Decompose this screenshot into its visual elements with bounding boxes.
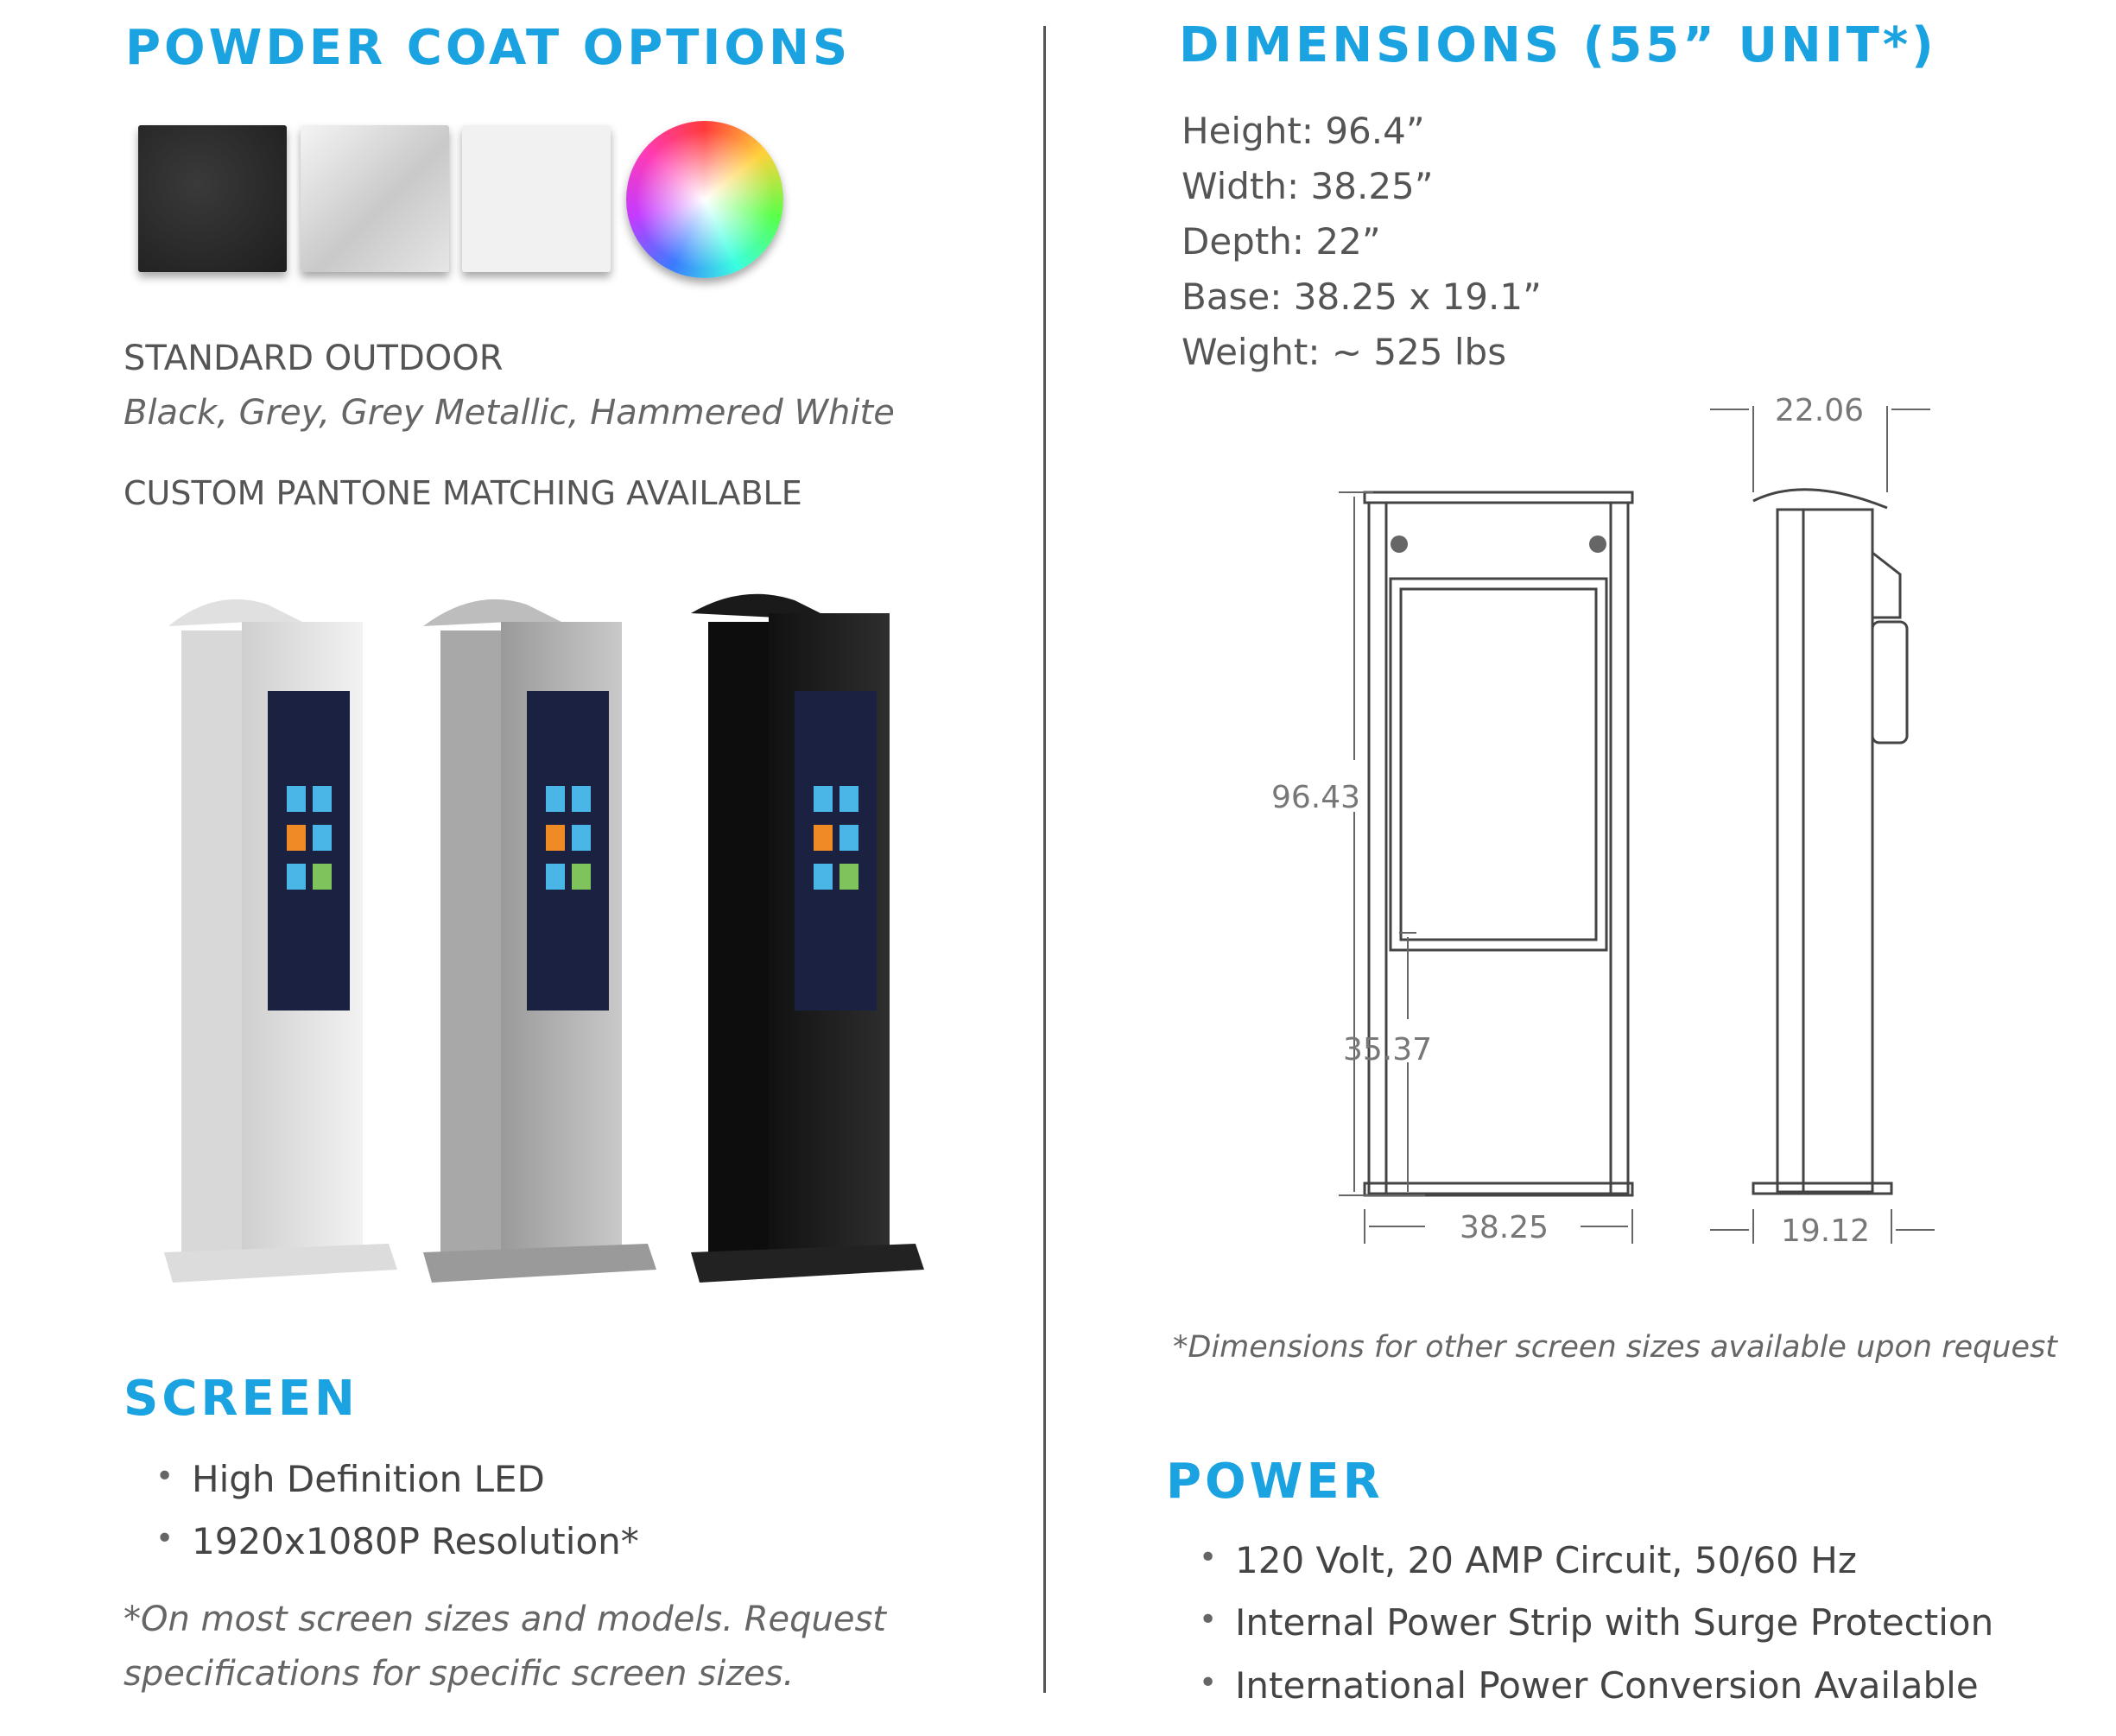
- dimension-drawing: 96.43 35.37 38.25 22.06 19.12: [1271, 393, 1935, 1249]
- power-bullet: •International Power Conversion Availabl…: [1199, 1663, 1979, 1707]
- standard-colors-text: Black, Grey, Grey Metallic, Hammered Whi…: [124, 393, 895, 433]
- spec-width: Width: 38.25”: [1182, 165, 1434, 207]
- swatch-white: [462, 125, 611, 272]
- spec-height: Height: 96.4”: [1182, 110, 1425, 152]
- kiosk-screen-tiles: [287, 786, 858, 890]
- label-depth-base: 19.12: [1781, 1213, 1870, 1249]
- kiosk-product-image: [164, 593, 924, 1283]
- custom-pantone-label: CUSTOM PANTONE MATCHING AVAILABLE: [124, 474, 802, 512]
- power-bullet: •120 Volt, 20 AMP Circuit, 50/60 Hz: [1199, 1539, 1857, 1581]
- power-bullet-list: •120 Volt, 20 AMP Circuit, 50/60 Hz •Int…: [1182, 1539, 1993, 1726]
- screen-heading: SCREEN: [124, 1371, 358, 1427]
- screen-footnote-line1: *On most screen sizes and models. Reques…: [124, 1600, 886, 1639]
- standard-outdoor-label: STANDARD OUTDOOR: [124, 339, 504, 378]
- kiosk-black: [691, 593, 924, 1283]
- swatch-black: [138, 125, 287, 272]
- spec-weight: Weight: ~ 525 lbs: [1182, 331, 1507, 373]
- dimension-lines: [1339, 406, 1935, 1244]
- label-screen-bottom: 35.37: [1343, 1032, 1432, 1068]
- label-depth-top: 22.06: [1775, 393, 1864, 428]
- screen-footnote-line2: specifications for specific screen sizes…: [124, 1654, 795, 1694]
- dimension-specs: Height: 96.4” Width: 38.25” Depth: 22” B…: [1182, 104, 1542, 380]
- spec-depth: Depth: 22”: [1182, 220, 1381, 263]
- screen-bullet: •1920x1080P Resolution*: [155, 1520, 639, 1563]
- swatch-grey: [301, 125, 449, 272]
- dimensions-footnote: *Dimensions for other screen sizes avail…: [1173, 1330, 2058, 1365]
- label-width: 38.25: [1460, 1210, 1549, 1245]
- column-divider: [1043, 26, 1046, 1693]
- kiosk-grey: [423, 599, 656, 1283]
- powder-coat-heading: POWDER COAT OPTIONS: [125, 20, 852, 76]
- label-height: 96.43: [1271, 780, 1360, 815]
- swatch-custom-color-wheel: [626, 121, 783, 278]
- side-view: [1752, 488, 1909, 1195]
- kiosk-white: [164, 599, 397, 1283]
- power-heading: POWER: [1166, 1454, 1384, 1510]
- screen-bullet-list: •High Definition LED •1920x1080P Resolut…: [138, 1458, 639, 1583]
- screen-bullet: •High Definition LED: [155, 1458, 545, 1500]
- power-bullet: •Internal Power Strip with Surge Protect…: [1199, 1601, 1994, 1644]
- front-view: [1363, 491, 1634, 1197]
- dimensions-heading: DIMENSIONS (55” UNIT*): [1179, 17, 1937, 73]
- spec-base: Base: 38.25 x 19.1”: [1182, 276, 1542, 318]
